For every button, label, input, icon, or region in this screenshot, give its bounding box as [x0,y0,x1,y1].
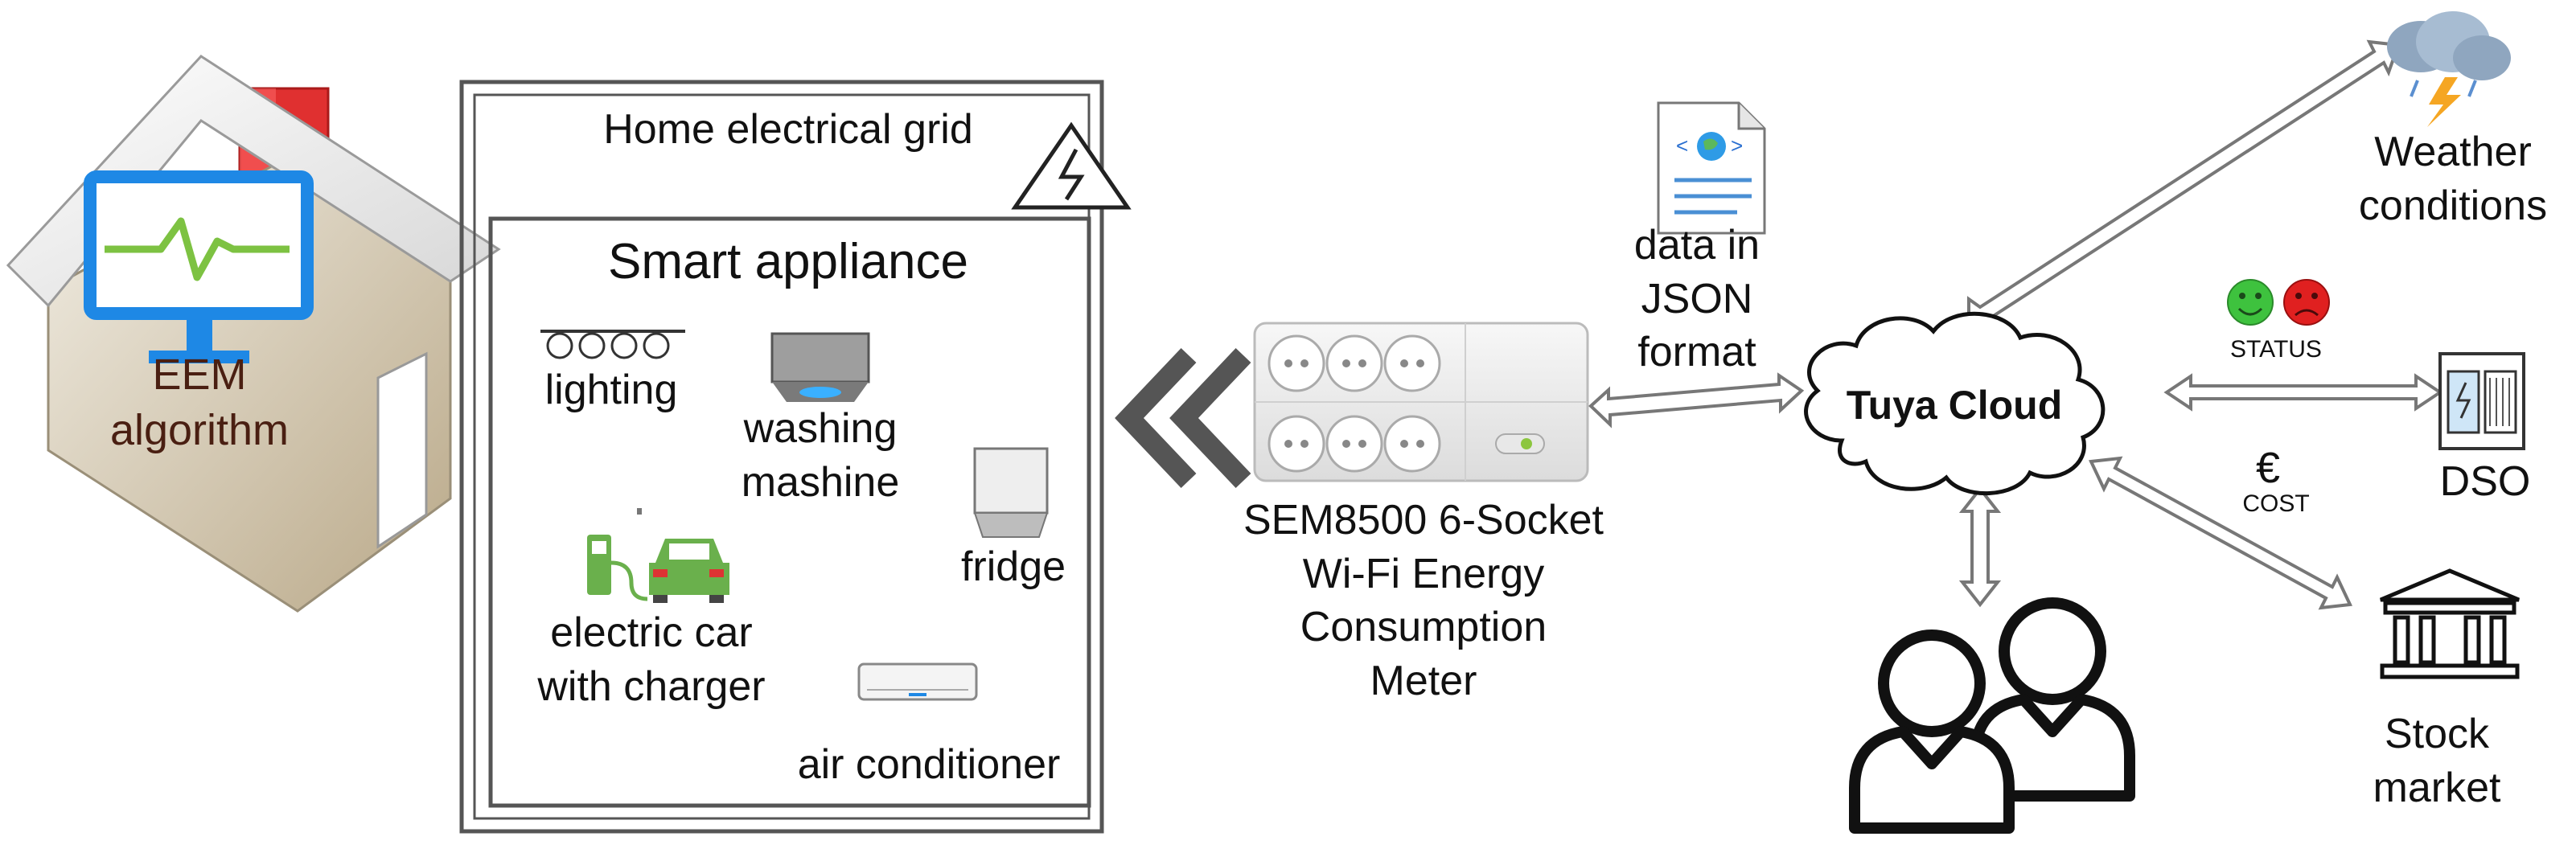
house-door [376,351,428,549]
high-voltage-icon [1011,121,1132,210]
double-chevron-icon [1115,348,1251,488]
tuya-cloud-label: Tuya Cloud [1846,383,2063,428]
washing-machine-icon [770,332,870,402]
fridge-icon [973,447,1049,538]
smart-appliance-title: Smart appliance [607,234,969,289]
users-icon [1849,597,2135,834]
weather-conditions-label: Weather conditions [2358,129,2548,229]
arrow-cloud-dso [2163,373,2443,412]
dso-label: DSO [2439,458,2531,505]
electric-car-icon [587,508,729,603]
status-label: STATUS [2230,336,2322,363]
air-conditioner-label: air conditioner [797,741,1061,788]
home-grid-title: Home electrical grid [603,106,973,153]
washing-machine-label: washing mashine [741,405,900,506]
happy-face-icon [2227,279,2274,326]
arrow-meter-cloud [1588,372,1805,429]
sad-face-icon [2283,279,2330,326]
meter-label: SEM8500 6-Socket Wi-Fi Energy Consumptio… [1243,497,1604,704]
storm-cloud-icon [2387,11,2511,127]
json-document-icon: < > [1657,101,1766,235]
electric-car-label: electric car with charger [537,609,766,710]
house-illustration [6,55,501,613]
lighting-icon [540,330,685,359]
fridge-label: fridge [960,543,1066,590]
air-conditioner-icon [857,662,978,701]
svg-text:<: < [1676,133,1688,158]
arrow-cloud-users [1958,486,2002,608]
euro-icon: € [2255,444,2281,492]
svg-text:>: > [1731,133,1743,158]
stock-market-label: Stock market [2373,711,2501,811]
cost-label: COST [2242,490,2310,517]
arrow-cloud-stock [2088,456,2353,610]
smart-appliance-box [488,216,1091,808]
substation-icon [2438,352,2525,450]
json-format-label: data in JSON format [1633,222,1760,376]
status-icons [2227,279,2330,326]
monitor-icon [84,170,314,363]
tuya-cloud-shape [1804,311,2106,495]
bank-building-icon [2380,568,2520,679]
eem-algorithm-label: EEM algorithm [109,351,290,455]
lighting-label: lighting [544,367,678,413]
energy-meter-device [1253,322,1589,482]
